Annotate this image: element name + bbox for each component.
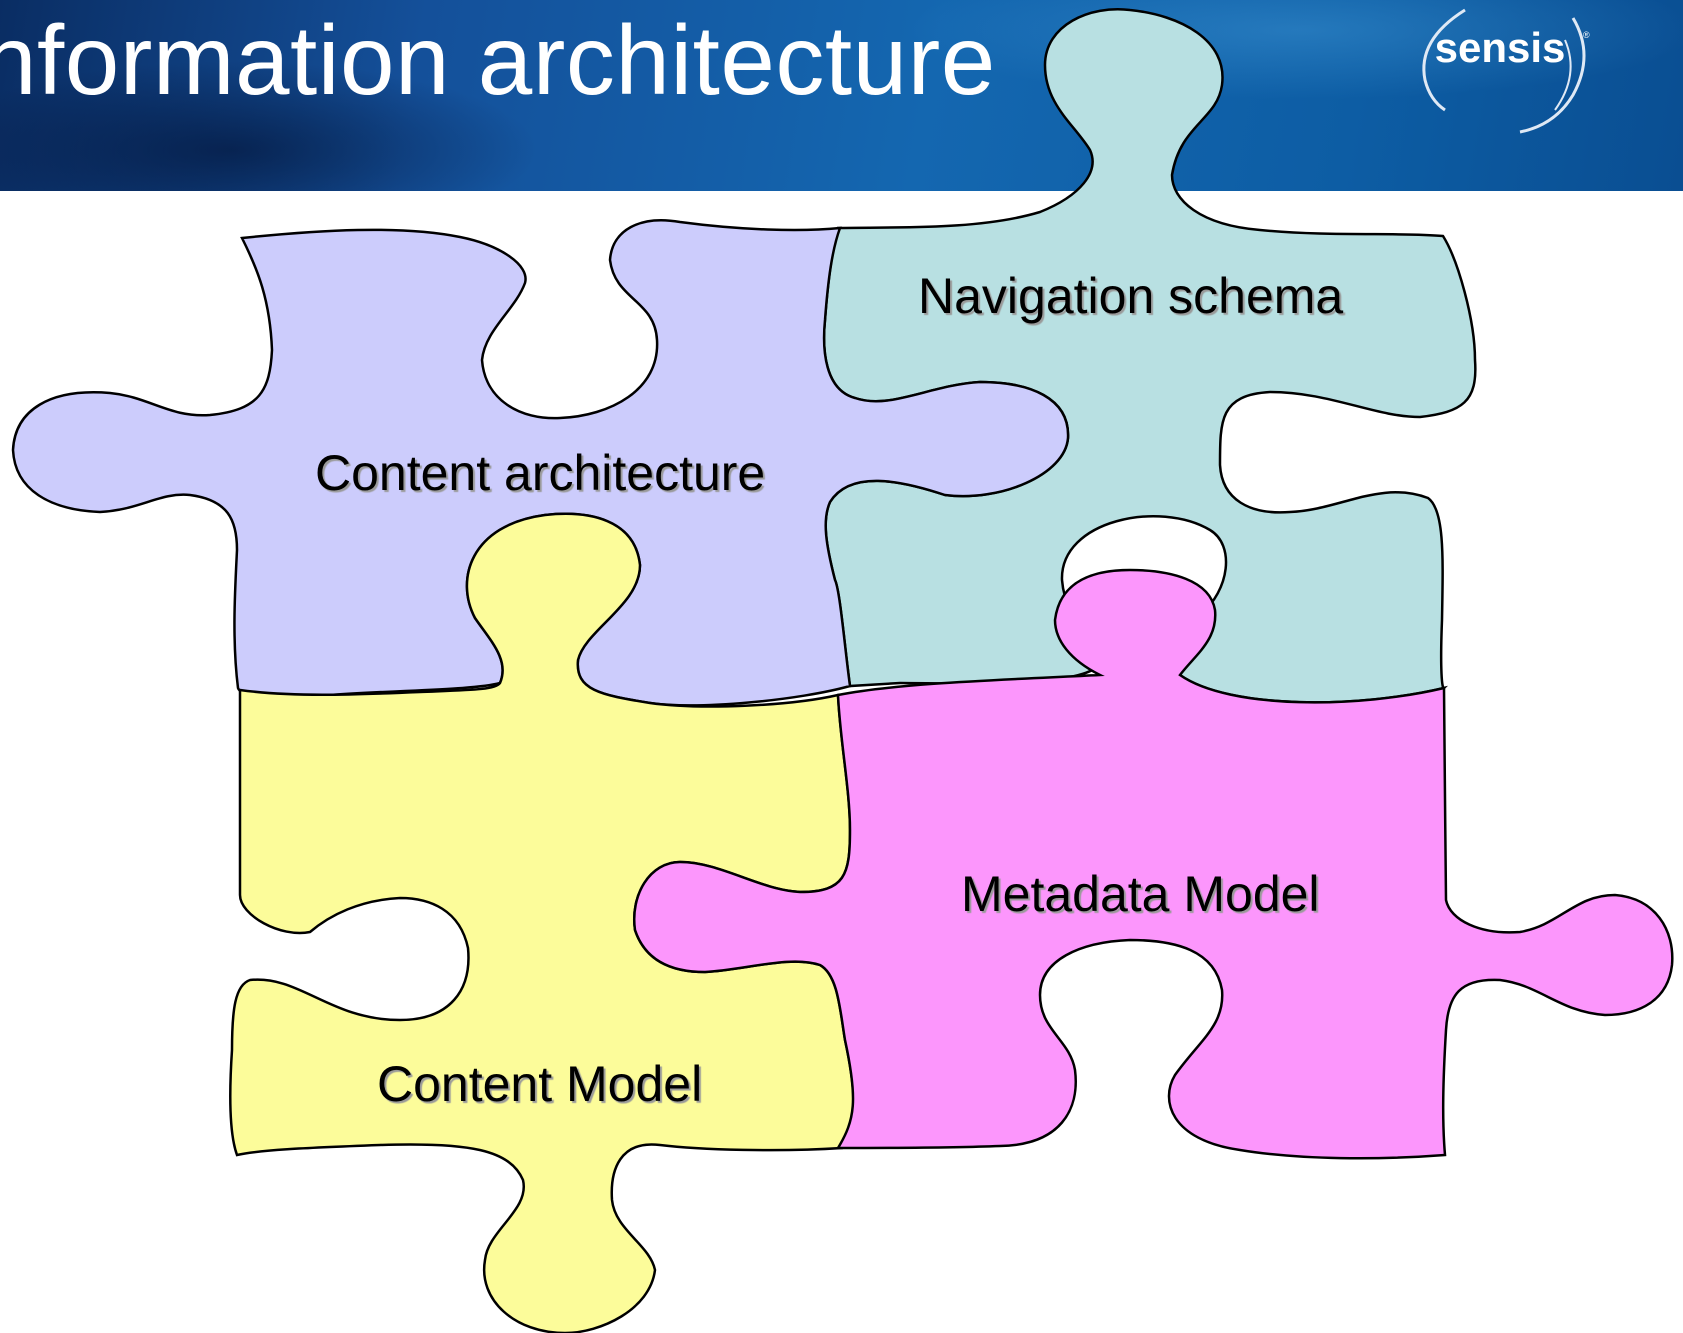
header-highlight-decoration bbox=[900, 0, 1683, 100]
navigation-schema-label: Navigation schema bbox=[918, 268, 1344, 324]
content-model-piece bbox=[229, 512, 855, 1333]
header-shadow-decoration bbox=[0, 60, 540, 191]
sensis-logo: sensis ® bbox=[1422, 8, 1590, 134]
content-architecture-piece bbox=[11, 219, 1070, 707]
metadata-model-piece bbox=[632, 568, 1674, 1160]
logo-text: sensis bbox=[1435, 24, 1566, 71]
content-architecture-label: Content architecture bbox=[315, 445, 766, 501]
slide-title: nformation architecture bbox=[0, 5, 996, 115]
metadata-model-label: Metadata Model bbox=[961, 866, 1320, 922]
content-model-label: Content Model bbox=[377, 1056, 703, 1112]
svg-text:®: ® bbox=[1583, 30, 1590, 40]
slide-header: nformation architecture sensis ® bbox=[0, 0, 1683, 191]
